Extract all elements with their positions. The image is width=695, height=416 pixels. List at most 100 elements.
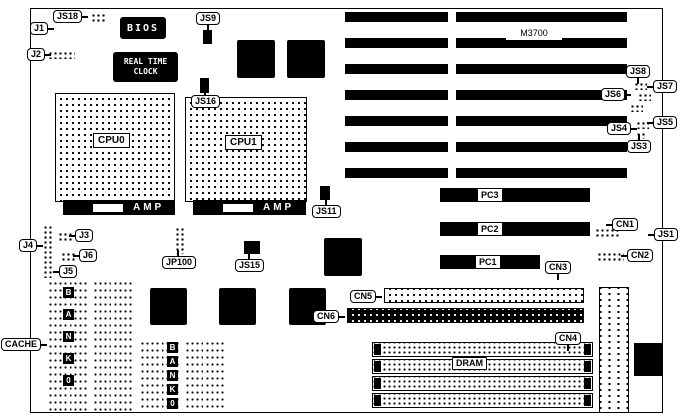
qfp-chip [219, 288, 256, 325]
js4-pins [635, 120, 649, 129]
js15-jumper [244, 241, 260, 254]
isa-slot [456, 64, 627, 74]
dram-simm-socket [372, 342, 593, 357]
leader-line [566, 344, 569, 351]
amp-sticker [93, 203, 123, 212]
leader-line [647, 86, 654, 88]
j4-j5-pin-strip [42, 224, 54, 278]
qfp-chip [324, 238, 362, 276]
leader-line [606, 224, 613, 226]
pc2-slot [440, 222, 590, 236]
isa-slot [345, 38, 448, 48]
cpu1-amp-bracket: AMP [193, 200, 306, 215]
cn6-header [347, 308, 584, 323]
model-label: M3700 [506, 27, 562, 40]
js8-pins [633, 81, 647, 90]
leader-line [206, 24, 209, 31]
leader-line [73, 255, 80, 257]
isa-slot [345, 90, 448, 100]
isa-slot [345, 64, 448, 74]
j3-pins [57, 231, 73, 241]
bank0-letter: N [167, 370, 178, 381]
label-cn3: CN3 [545, 261, 572, 280]
rtc-label-line1: REAL TIME [123, 57, 168, 66]
pc3-slot [440, 188, 590, 202]
label-js8: JS8 [626, 65, 651, 84]
cn5-header [384, 288, 584, 303]
cn2-pins [596, 251, 624, 261]
js6-pins [629, 103, 643, 112]
leader-line [556, 273, 559, 280]
js9-jumper [203, 30, 212, 44]
pc3-tag: PC3 [478, 189, 502, 201]
leader-line [637, 134, 640, 141]
bank0-letter: A [167, 356, 178, 367]
js11-jumper [320, 186, 330, 200]
qfp-chip [237, 40, 275, 78]
isa-slot [345, 168, 448, 178]
js3-pins [635, 131, 647, 139]
label-js16: JS16 [191, 89, 221, 108]
leader-line [81, 16, 89, 18]
label-jp100: JP100 [162, 250, 197, 269]
isa-slot [456, 168, 627, 178]
label-cn6: CN6 [313, 310, 346, 323]
label-dram: DRAM [452, 357, 487, 370]
js7-pins [637, 92, 651, 101]
label-j4: J4 [19, 239, 44, 252]
leader-line [36, 245, 44, 247]
leader-line [248, 253, 251, 260]
label-js7: JS7 [647, 80, 678, 93]
bank0-letter: 0 [63, 375, 74, 386]
isa-slot [345, 142, 448, 152]
leader-line [648, 234, 655, 236]
j6-pins [60, 251, 76, 261]
keyboard-connector [634, 343, 663, 376]
bios-chip: BIOS [120, 17, 166, 39]
right-edge-connector [599, 287, 629, 413]
bank0-letter: B [63, 287, 74, 298]
label-js11: JS11 [312, 199, 341, 218]
cpu0-tag: CPU0 [93, 133, 130, 148]
leader-line [647, 122, 654, 124]
cpu1-socket [185, 97, 307, 202]
label-cache: CACHE [1, 338, 48, 351]
label-j6: J6 [73, 249, 98, 262]
label-j5: J5 [53, 265, 78, 278]
label-cn2: CN2 [621, 249, 654, 262]
label-cn5: CN5 [350, 290, 383, 303]
leader-line [621, 255, 628, 257]
j2-pins [47, 50, 75, 59]
cpu0-label: CPU0 [98, 135, 125, 146]
js18-pins [90, 12, 106, 23]
label-js18: JS18 [53, 10, 89, 23]
label-js6: JS6 [601, 88, 632, 101]
bank0-letter: A [63, 309, 74, 320]
label-js1: JS1 [648, 228, 679, 241]
label-cn4: CN4 [555, 332, 582, 351]
isa-slot [345, 116, 448, 126]
bank0-letter: K [167, 384, 178, 395]
cpu1-label: CPU1 [230, 137, 257, 148]
qfp-chip [287, 40, 325, 78]
bank0-letter: N [63, 331, 74, 342]
isa-slot [456, 116, 627, 126]
label-js15: JS15 [235, 253, 265, 272]
js16-jumper [200, 78, 209, 93]
amp-sticker [223, 203, 253, 212]
leader-line [324, 199, 327, 206]
dram-simm-socket [372, 376, 593, 391]
leader-line [44, 54, 52, 56]
leader-line [636, 77, 639, 84]
leader-line [624, 94, 632, 96]
bank0-letter: 0 [167, 398, 178, 409]
leader-line [177, 250, 180, 257]
label-cn1: CN1 [606, 218, 639, 231]
isa-slot [456, 12, 627, 22]
bank0-letter: K [63, 353, 74, 364]
qfp-chip [150, 288, 187, 325]
bios-label: BIOS [126, 22, 160, 34]
pc2-tag: PC2 [478, 223, 502, 235]
leader-line [338, 316, 346, 318]
isa-slot [456, 38, 627, 48]
